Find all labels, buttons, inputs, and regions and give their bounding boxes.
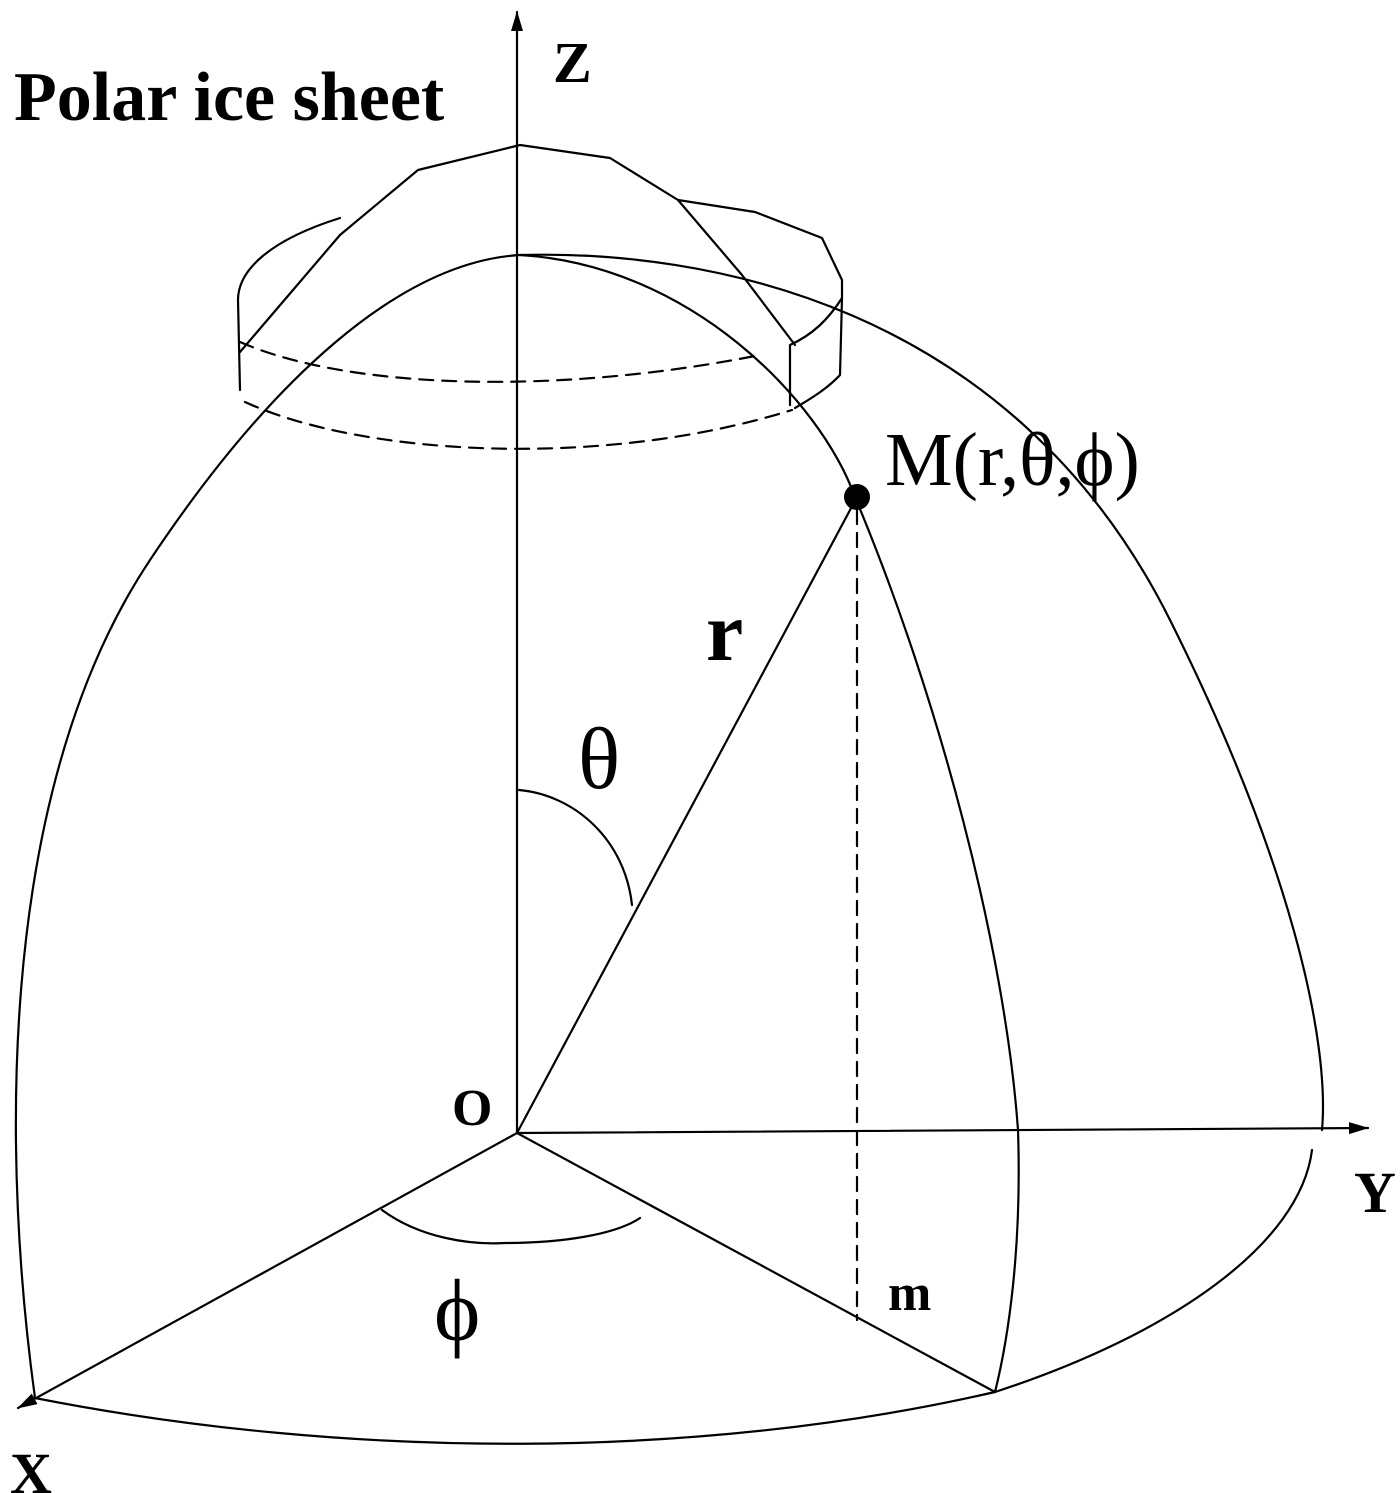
angle-arcs [380,788,642,1245]
point-m-marker [844,484,870,510]
diagram-title: Polar ice sheet [14,59,444,136]
phi-label: ϕ [434,1263,480,1360]
ice-cap-right-wall [793,296,844,410]
meridian-through-m [518,253,1020,1394]
vectors [515,484,997,1394]
sphere-octant [14,253,1325,1445]
ice-cap-bottom-dashed [243,400,794,450]
axis-y-label: Y [1354,1160,1396,1225]
origin-label: O [452,1080,492,1137]
theta-arc [517,788,634,907]
theta-label: θ [578,711,620,808]
radius-line [515,495,859,1135]
ice-cap-dome [238,143,797,354]
equator-arc-front [33,1390,997,1445]
ice-cap-rim-right [676,198,844,407]
phi-arc [380,1208,642,1245]
point-m-label: M(r,θ,ϕ) [885,418,1140,502]
axis-x-label: X [10,1441,52,1493]
axis-x-line [16,1131,519,1410]
ice-cap-top-dashed [238,340,762,383]
axis-z-label: Z [553,30,592,95]
projection-line [515,1131,997,1394]
axis-y-line [515,1122,1370,1135]
ice-cap-rim-left [236,216,342,392]
radius-label: r [706,586,743,679]
axes [16,10,1370,1410]
projection-label: m [888,1265,931,1322]
labels: Polar ice sheet Z Y X O M(r,θ,ϕ) r θ ϕ m [10,30,1396,1493]
equator-arc-right [993,1148,1314,1394]
ice-sheet-cap [236,143,844,450]
